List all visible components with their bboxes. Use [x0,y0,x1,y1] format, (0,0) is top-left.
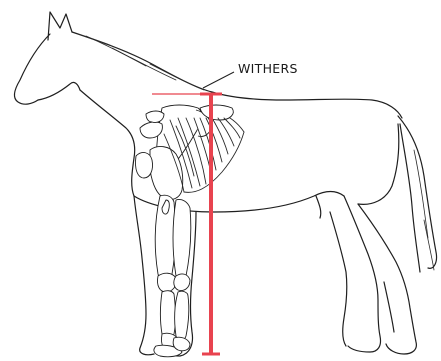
withers-callout: WITHERS [203,61,298,88]
callout-leader-line [203,72,234,88]
callout-label: WITHERS [238,61,298,76]
horse-outline [14,12,436,356]
skeleton-forequarter [135,105,244,357]
